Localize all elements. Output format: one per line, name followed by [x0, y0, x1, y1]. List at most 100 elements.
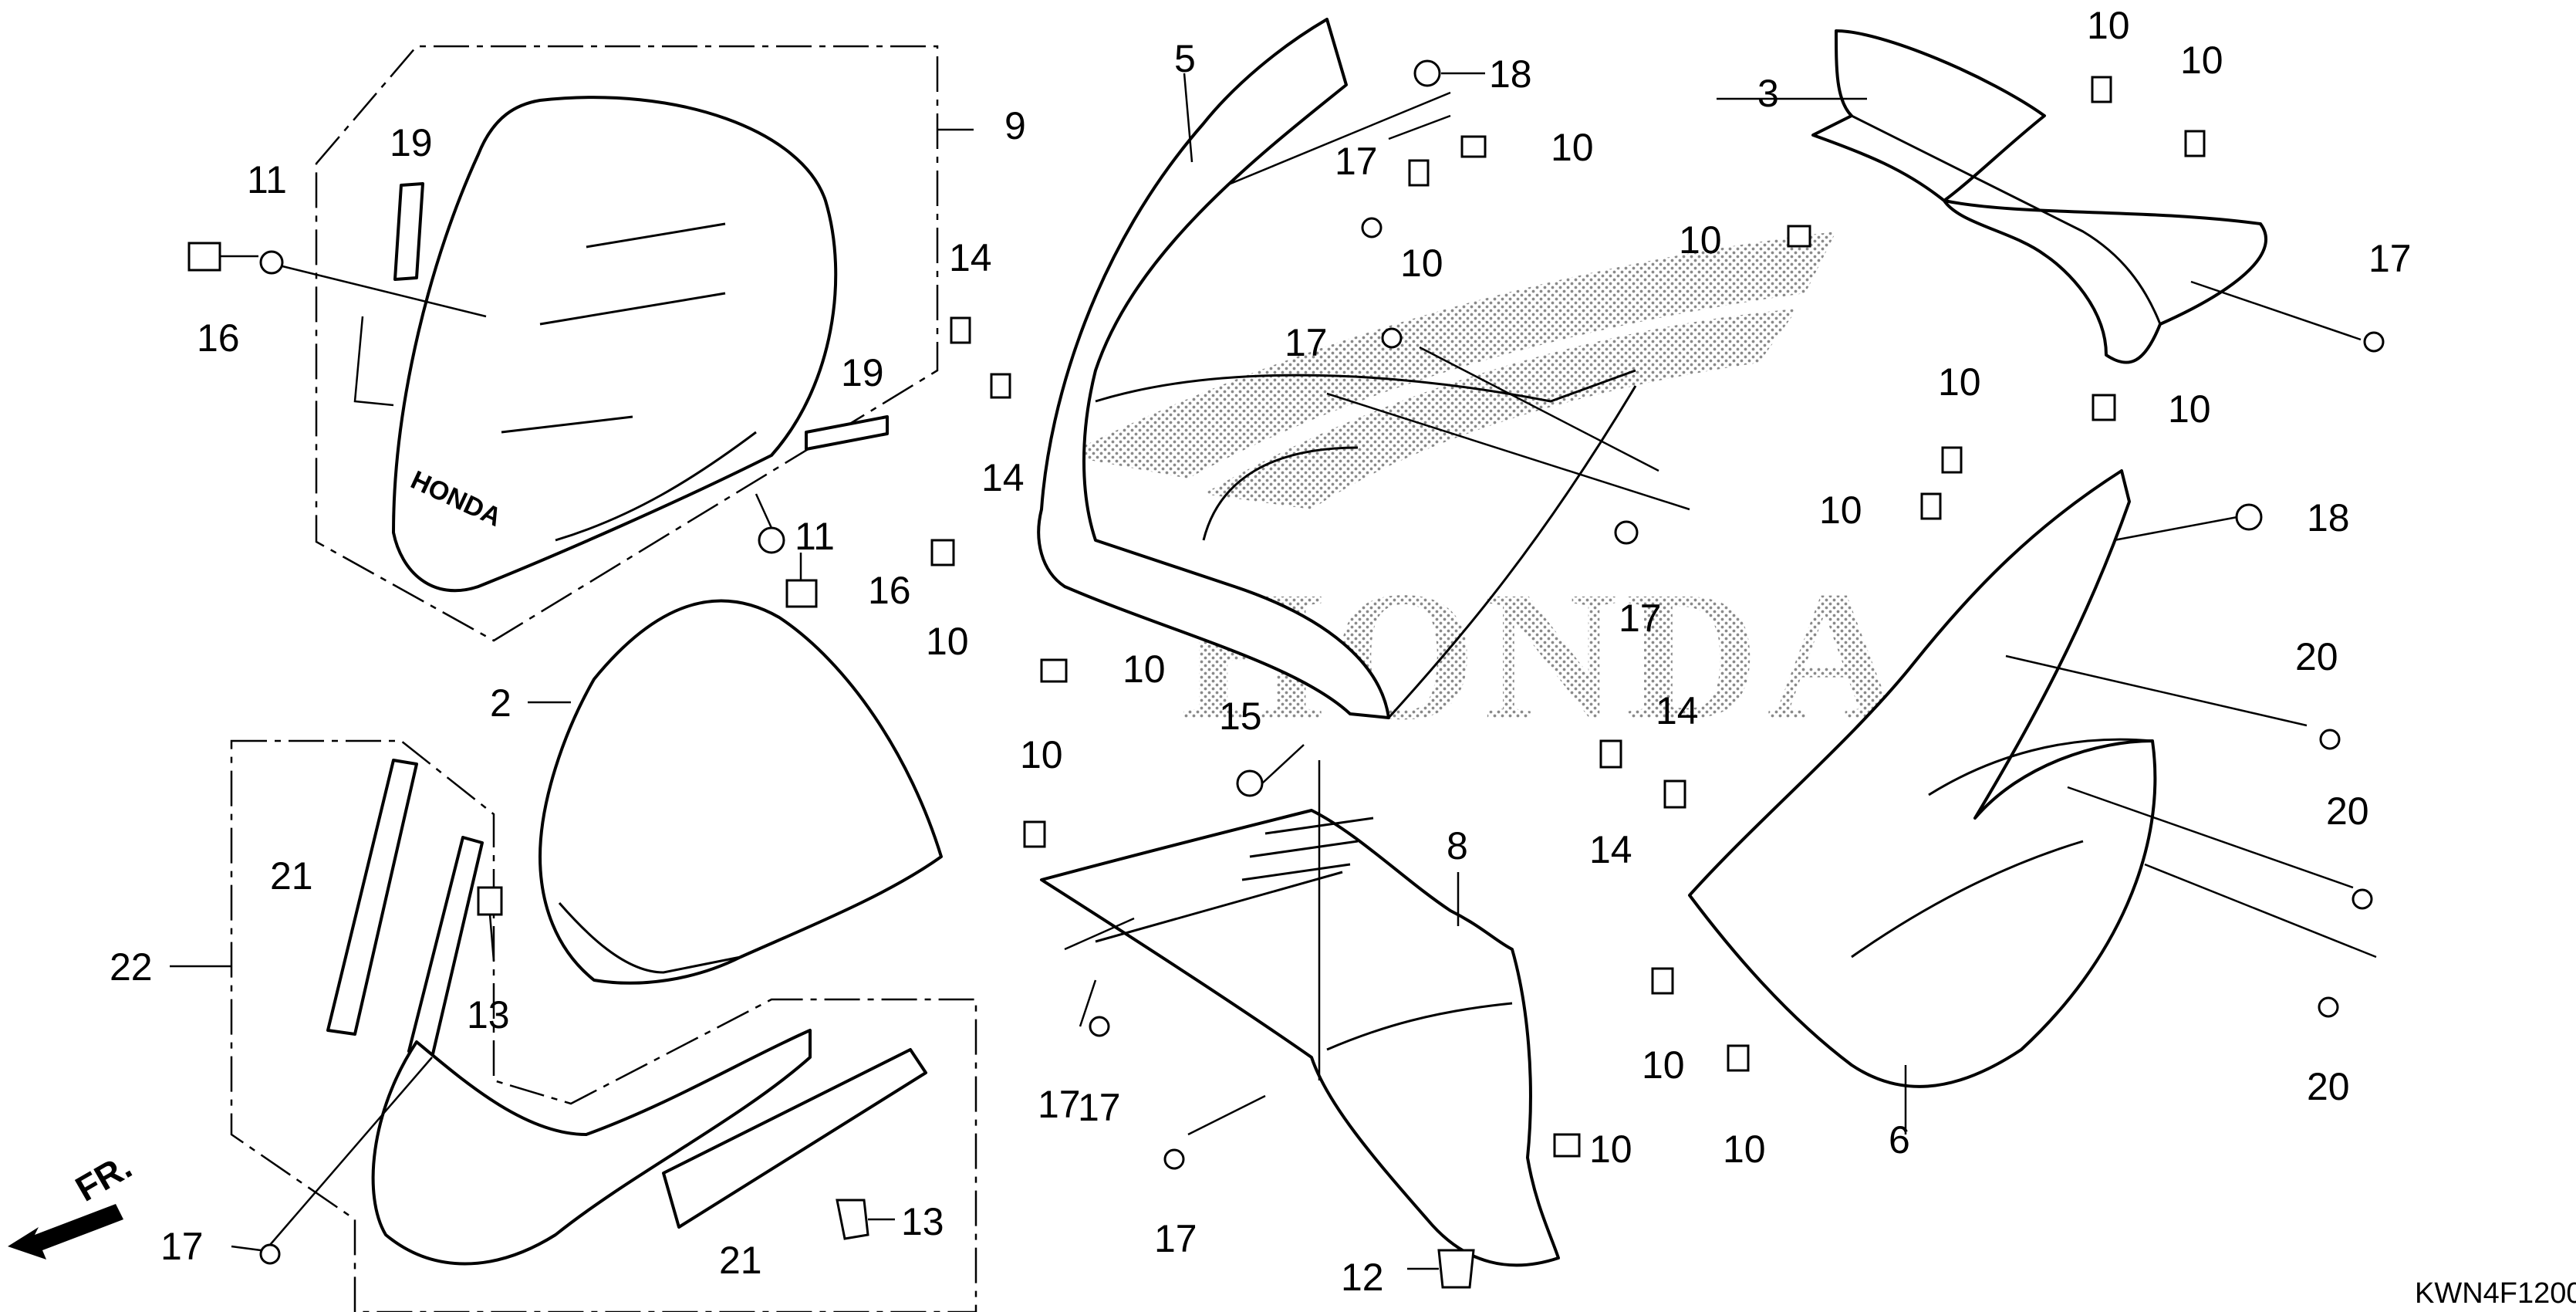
clip-13-lower: [836, 1199, 869, 1240]
callout-10-h: 10: [1819, 489, 1862, 532]
side-cover-6: [1688, 469, 2377, 1134]
callout-17-b: 17: [1285, 321, 1328, 364]
cover-3: [1811, 29, 2267, 364]
callout-15: 15: [1219, 695, 1262, 738]
front-direction-marker: FR.: [8, 1146, 138, 1260]
leader-17-cover: [2190, 280, 2362, 341]
frame-5-crossbar: [1095, 369, 1636, 403]
callout-10-i: 10: [926, 620, 969, 663]
callout-2: 2: [490, 681, 511, 725]
screw-18-upper: [1413, 59, 1441, 87]
leader-17-garnish: [231, 1057, 433, 1252]
clip-14-c: [1599, 739, 1622, 769]
callout-16-upper: 16: [197, 316, 240, 360]
cover-6: [1688, 469, 2157, 1088]
clip-10-c: [1460, 135, 1487, 158]
callout-13-lower: 13: [901, 1200, 944, 1243]
screen-2: [538, 599, 943, 985]
callout-17-c: 17: [1619, 597, 1662, 640]
callout-labels: 5 18 10 17 10 17 17 10 3 10 10 17 10 10 …: [110, 4, 2412, 1299]
frame-5-right-edge: [1387, 385, 1637, 719]
clip-10-n: [1553, 1133, 1581, 1158]
callout-17-d: 17: [2368, 237, 2412, 280]
screw-17-garnish: [259, 1243, 281, 1265]
callout-18-lower: 18: [2307, 496, 2350, 539]
callout-18-upper: 18: [1489, 52, 1532, 96]
strip-21: [326, 759, 418, 1036]
washer-11-upper: [259, 250, 284, 275]
callout-17-lower-panel: 17: [1038, 1083, 1081, 1126]
screw-20-b: [2351, 888, 2373, 910]
callout-10-n: 10: [1589, 1128, 1632, 1171]
panel-8-contours: [1095, 871, 1513, 1051]
clip-10-f: [2092, 394, 2116, 421]
leader-13: [488, 914, 895, 1221]
callout-9: 9: [1004, 104, 1026, 147]
cover-6-contours: [1851, 738, 2153, 959]
washer-11-lower: [758, 526, 785, 554]
windscreen-lower-edge: [555, 431, 757, 542]
callout-17-a: 17: [1335, 140, 1378, 183]
callout-17-e: 17: [1078, 1086, 1121, 1129]
clip-14-d: [1663, 779, 1686, 809]
callout-10-l: 10: [1642, 1043, 1685, 1087]
leader-5: [1183, 73, 1451, 187]
screw-20-c: [2318, 996, 2339, 1018]
clip-10-d: [1408, 159, 1430, 187]
callout-10-j: 10: [1123, 648, 1166, 691]
clip-10-g: [1941, 446, 1963, 474]
bolt-15: [1236, 769, 1264, 797]
callout-6: 6: [1889, 1118, 1910, 1162]
clip-10-h: [1920, 492, 1942, 520]
callout-17-garnish: 17: [160, 1225, 204, 1268]
callout-12: 12: [1341, 1256, 1384, 1299]
callout-20-c: 20: [2307, 1065, 2350, 1108]
screw-17-e: [1089, 1016, 1110, 1037]
callout-11-upper: 11: [247, 158, 287, 201]
callout-20-b: 20: [2326, 790, 2369, 833]
leader-6: [1904, 516, 2377, 1134]
screw-20-a: [2319, 729, 2341, 750]
strip-19-upper: [393, 182, 424, 281]
callout-16-lower: 16: [868, 569, 911, 612]
callout-5: 5: [1174, 37, 1196, 80]
screw-16-lower: [785, 579, 818, 608]
strip-19-lower: [805, 415, 889, 451]
front-garnish: [371, 1029, 812, 1266]
clip-10-j: [1040, 658, 1068, 683]
callout-17-f: 17: [1154, 1217, 1197, 1260]
callout-20-a: 20: [2295, 635, 2338, 678]
screw-leaders: [1261, 72, 1485, 1270]
front-label: FR.: [69, 1146, 138, 1209]
callout-14-a: 14: [949, 236, 992, 279]
callout-10-c: 10: [1551, 126, 1594, 169]
bolt-12: [1437, 1249, 1475, 1289]
screw-17-b: [1381, 327, 1403, 349]
screw-17-d: [2363, 331, 2385, 353]
group-9-boundary: [315, 45, 939, 642]
callout-22: 22: [110, 945, 153, 989]
leader-11-upper: [282, 265, 487, 407]
windscreen: [392, 96, 838, 593]
screw-18-lower: [2235, 503, 2263, 531]
callout-13-upper: 13: [467, 993, 510, 1036]
callout-10-d: 10: [1400, 242, 1443, 285]
callout-10-k: 10: [1020, 733, 1063, 776]
clip-10-k: [1023, 820, 1046, 848]
leader-8: [1318, 760, 1460, 1080]
callout-10-g: 10: [1938, 360, 1981, 404]
front-arrow-icon: [8, 1204, 123, 1260]
honda-watermark: HONDA: [1065, 232, 1900, 758]
frame-5-inner-curve: [1202, 446, 1359, 541]
clip-10-e: [1787, 225, 1811, 248]
clip-fasteners: [930, 76, 2206, 1158]
screw-fasteners: [1089, 59, 2385, 1289]
clip-14-b: [990, 373, 1011, 399]
frame-5-outer: [1037, 18, 1390, 719]
panel-8: [1040, 809, 1560, 1267]
callout-10-a: 10: [2087, 4, 2130, 47]
callout-14-c: 14: [1589, 828, 1632, 871]
upper-cover-3: [1717, 29, 2362, 364]
callout-11-lower: 11: [795, 515, 835, 558]
